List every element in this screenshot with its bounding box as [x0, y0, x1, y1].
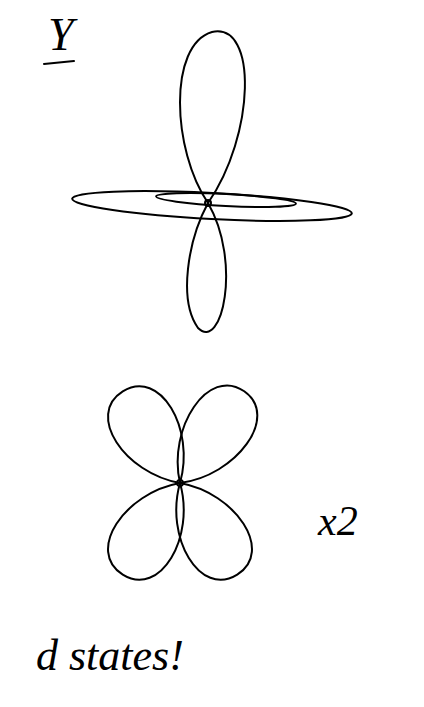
orbital-ring [72, 186, 353, 227]
caption-note: d states! [36, 634, 184, 678]
orbital-lobe [95, 374, 207, 500]
nucleus [205, 200, 211, 206]
underline [44, 61, 74, 64]
orbital-lobe [154, 373, 271, 502]
multiplicity-note: x2 [318, 500, 358, 542]
orbital-lobe [180, 31, 245, 203]
cloverleaf-orbital [95, 373, 270, 592]
orbital-label: Y [48, 12, 74, 58]
orbital-lobe [95, 466, 207, 592]
dz2-orbital [72, 31, 353, 332]
orbital-lobe [187, 203, 226, 332]
orbital-ring [156, 190, 296, 209]
pen-strokes [44, 31, 352, 591]
nucleus [177, 480, 183, 486]
